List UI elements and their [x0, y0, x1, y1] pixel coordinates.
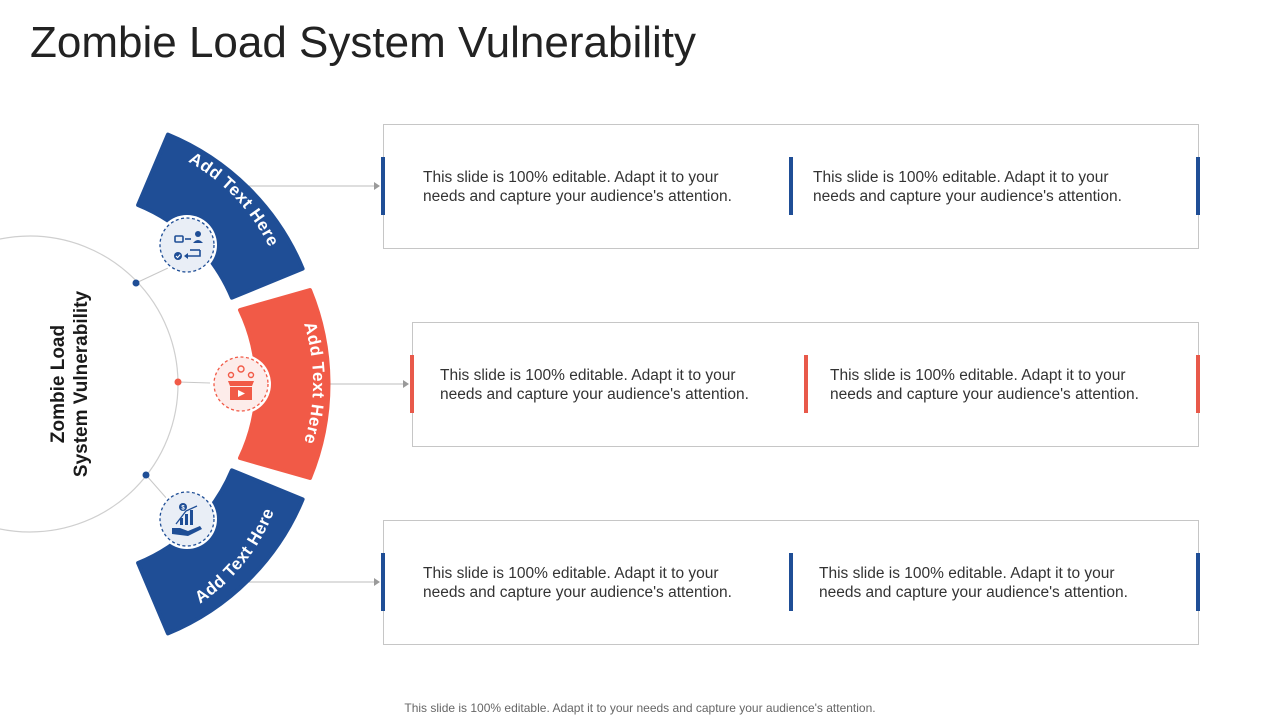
svg-text:$: $: [181, 506, 185, 512]
gift-box-video-icon: [211, 354, 271, 414]
segment-1: [136, 132, 305, 300]
card-3-text-1: This slide is 100% editable. Adapt it to…: [423, 565, 732, 601]
slide-title: Zombie Load System Vulnerability: [30, 18, 697, 67]
hub-dot-2: [174, 378, 182, 386]
card-1-text-2: This slide is 100% editable. Adapt it to…: [813, 169, 1122, 205]
connector-arrow-1: [374, 182, 380, 190]
hand-money-growth-icon: $: [157, 489, 217, 549]
footer-note: This slide is 100% editable. Adapt it to…: [404, 701, 876, 715]
hub-dot-1: [132, 279, 140, 287]
content-card-1: This slide is 100% editable. Adapt it to…: [381, 124, 1200, 249]
content-card-2: This slide is 100% editable. Adapt it to…: [410, 322, 1200, 447]
accent-bar: [1196, 157, 1200, 215]
connector-arrow-2: [403, 380, 409, 388]
hub-label-line-2: System Vulnerability: [71, 290, 92, 478]
card-1-text-1: This slide is 100% editable. Adapt it to…: [423, 169, 732, 205]
process-flow-user-icon: [157, 215, 217, 275]
accent-bar: [1196, 553, 1200, 611]
accent-bar: [381, 553, 385, 611]
accent-bar: [789, 157, 793, 215]
hub-dot-3: [142, 471, 150, 479]
card-2-text-2: This slide is 100% editable. Adapt it to…: [830, 367, 1139, 403]
accent-bar: [789, 553, 793, 611]
hub-label-line-1: Zombie Load: [48, 324, 69, 444]
card-3-text-2: This slide is 100% editable. Adapt it to…: [819, 565, 1128, 601]
accent-bar: [381, 157, 385, 215]
content-card-3: This slide is 100% editable. Adapt it to…: [381, 520, 1200, 645]
card-2-text-1: This slide is 100% editable. Adapt it to…: [440, 367, 749, 403]
accent-bar: [1196, 355, 1200, 413]
accent-bar: [410, 355, 414, 413]
hub-label: Zombie Load System Vulnerability: [47, 264, 93, 504]
accent-bar: [804, 355, 808, 413]
connector-arrow-3: [374, 578, 380, 586]
